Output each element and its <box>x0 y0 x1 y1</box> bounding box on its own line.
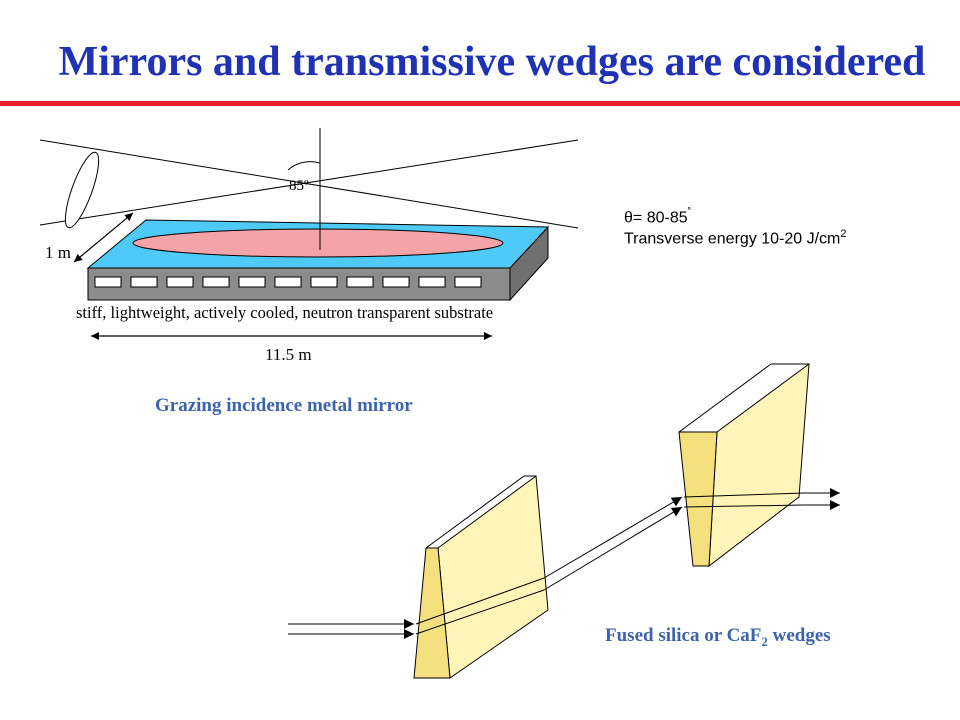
right-wedge-edge <box>678 431 718 567</box>
page-title: Mirrors and transmissive wedges are cons… <box>58 39 926 85</box>
ray-line-1 <box>39 139 579 229</box>
mirror-diagram: 85º 1 m stiff, lightweight, actively coo… <box>39 128 579 364</box>
left-wedge <box>413 475 549 679</box>
width-label: 1 m <box>45 243 71 262</box>
inner-beam-4 <box>683 504 805 508</box>
cooling-channels <box>94 276 482 288</box>
width-dimension-arrow <box>73 212 134 263</box>
substrate-label: stiff, lightweight, actively cooled, neu… <box>76 303 493 322</box>
theta-range: θ= 80-85˚ <box>624 207 691 227</box>
left-wedge-top-edge <box>425 475 525 549</box>
right-wedge-face <box>708 362 810 568</box>
left-wedge-face <box>437 475 549 679</box>
wedges-caption-prefix: Fused silica or CaF <box>605 625 762 646</box>
inner-beam-1 <box>415 577 545 625</box>
mirror-caption: Grazing incidence metal mirror <box>155 395 413 416</box>
inner-beam-3 <box>683 492 805 498</box>
transverse-energy: Transverse energy 10-20 J/cm2 <box>624 228 847 248</box>
angle-label: 85º <box>289 178 309 194</box>
transit-beam-1 <box>543 496 683 579</box>
ray-line-2 <box>39 139 579 226</box>
right-wedge <box>678 362 810 568</box>
inner-beam-2 <box>415 589 545 635</box>
mirror-reflective-area <box>132 228 504 258</box>
energy-exponent: 2 <box>840 228 847 240</box>
wedges-caption-subscript: 2 <box>761 633 768 649</box>
wedge-diagram <box>288 362 840 679</box>
beam-cross-section <box>64 151 100 229</box>
wedges-caption-suffix: wedges <box>767 625 831 646</box>
theta-value: = 80-85 <box>632 209 688 227</box>
title-underline <box>0 101 960 106</box>
right-wedge-top-edge <box>678 363 772 433</box>
theta-symbol: θ <box>624 209 633 227</box>
left-wedge-edge <box>413 547 451 679</box>
wedges-caption: Fused silica or CaF2 wedges <box>605 625 831 650</box>
length-label: 11.5 m <box>265 345 312 364</box>
theta-degree: ˚ <box>687 207 692 219</box>
angle-arc <box>287 161 321 171</box>
energy-text: Transverse energy 10-20 J/cm <box>624 230 841 248</box>
transit-beam-2 <box>543 506 683 591</box>
